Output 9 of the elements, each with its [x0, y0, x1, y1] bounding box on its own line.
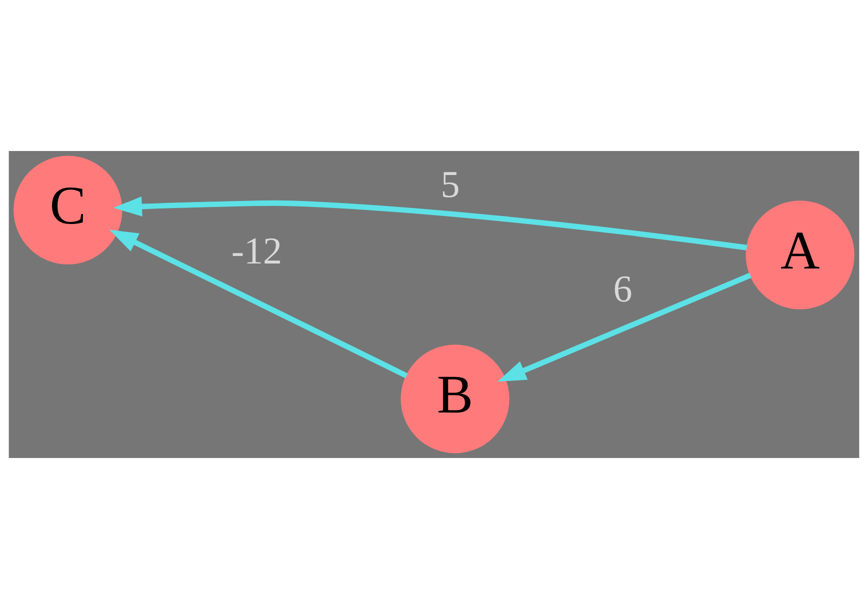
arrow	[109, 229, 408, 378]
edge-label: 6	[613, 268, 632, 310]
edge-label: 5	[440, 164, 460, 206]
node-circle: B	[400, 344, 510, 453]
arrow	[497, 272, 752, 382]
arrow	[113, 196, 748, 250]
node-circle: A	[746, 200, 854, 309]
node-circle: C	[14, 155, 122, 264]
edge-label: -12	[231, 230, 282, 272]
